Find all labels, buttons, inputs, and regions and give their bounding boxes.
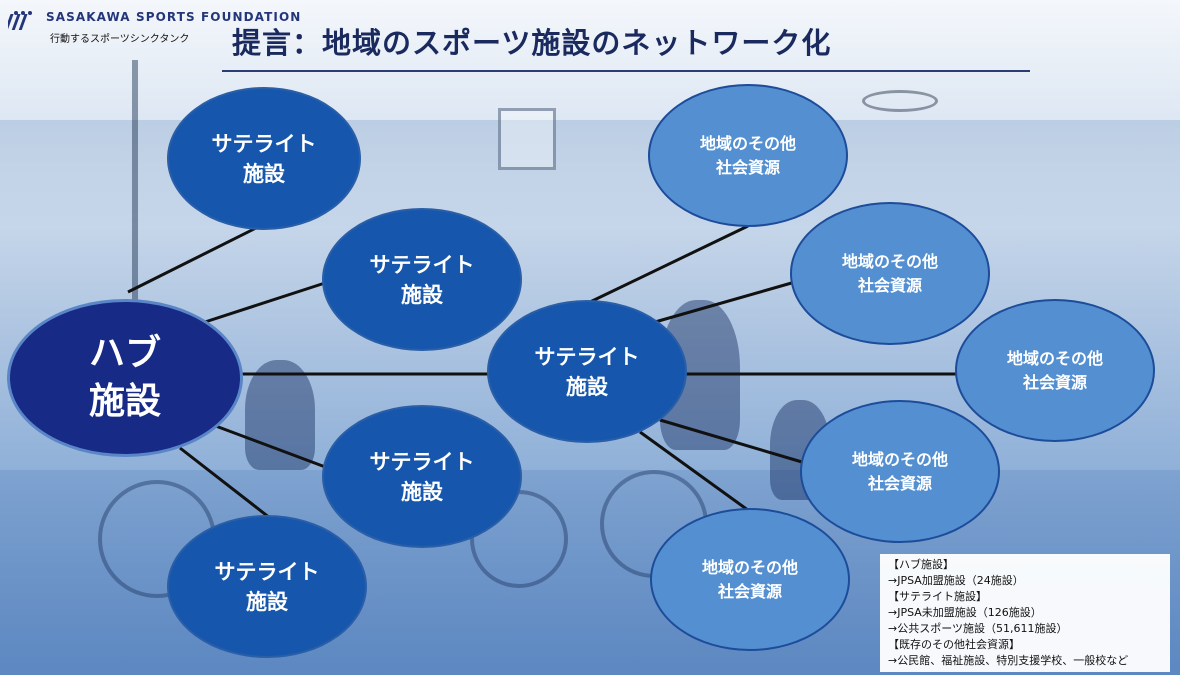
community-resource-node: 地域のその他 社会資源 <box>800 400 1000 543</box>
community-resource-node: 地域のその他 社会資源 <box>955 299 1155 442</box>
satellite-facility-node: サテライト 施設 <box>167 515 367 658</box>
satellite-facility-node: サテライト 施設 <box>322 405 522 548</box>
community-resource-node: 地域のその他 社会資源 <box>650 508 850 651</box>
satellite-facility-node: サテライト 施設 <box>167 87 361 230</box>
legend-heading-hub: 【ハブ施設】 <box>888 557 1164 573</box>
satellite-facility-label: サテライト 施設 <box>535 342 640 402</box>
satellite-facility-node: サテライト 施設 <box>322 208 522 351</box>
organization-tagline: 行動するスポーツシンクタンク <box>50 30 189 45</box>
legend-line: →JPSA加盟施設（24施設） <box>888 573 1164 589</box>
community-resource-label: 地域のその他 社会資源 <box>1007 347 1103 395</box>
legend-line: →公共スポーツ施設（51,611施設） <box>888 621 1164 637</box>
legend-heading-satellite: 【サテライト施設】 <box>888 589 1164 605</box>
community-resource-label: 地域のその他 社会資源 <box>702 556 798 604</box>
link-hub-satellite-4 <box>205 422 328 468</box>
link-hub-satellite-1 <box>128 222 268 292</box>
satellite-facility-node: サテライト 施設 <box>487 300 687 443</box>
community-resource-node: 地域のその他 社会資源 <box>648 84 848 227</box>
community-resource-node: 地域のその他 社会資源 <box>790 202 990 345</box>
link-hub-satellite-5 <box>180 448 270 518</box>
satellite-facility-label: サテライト 施設 <box>212 129 317 189</box>
link-satellite-resource-1 <box>590 226 748 302</box>
slide-title: 提言：地域のスポーツ施設のネットワーク化 <box>232 20 831 62</box>
legend-heading-resources: 【既存のその他社会資源】 <box>888 637 1164 653</box>
community-resource-label: 地域のその他 社会資源 <box>852 448 948 496</box>
satellite-facility-label: サテライト 施設 <box>215 557 320 617</box>
legend-line: →公民館、福祉施設、特別支援学校、一般校など <box>888 653 1164 669</box>
title-underline <box>222 70 1030 72</box>
link-satellite-resource-5 <box>640 432 752 513</box>
hub-facility-node: ハブ 施設 <box>7 299 243 457</box>
link-satellite-resource-2 <box>655 282 795 322</box>
community-resource-label: 地域のその他 社会資源 <box>842 250 938 298</box>
link-satellite-resource-4 <box>660 420 802 462</box>
hub-facility-label: ハブ 施設 <box>89 330 161 426</box>
legend-box: 【ハブ施設】 →JPSA加盟施設（24施設） 【サテライト施設】 →JPSA未加… <box>880 554 1170 672</box>
ssf-logo-icon <box>8 10 40 32</box>
link-hub-satellite-2 <box>205 282 328 322</box>
legend-line: →JPSA未加盟施設（126施設） <box>888 605 1164 621</box>
satellite-facility-label: サテライト 施設 <box>370 447 475 507</box>
community-resource-label: 地域のその他 社会資源 <box>700 132 796 180</box>
satellite-facility-label: サテライト 施設 <box>370 250 475 310</box>
